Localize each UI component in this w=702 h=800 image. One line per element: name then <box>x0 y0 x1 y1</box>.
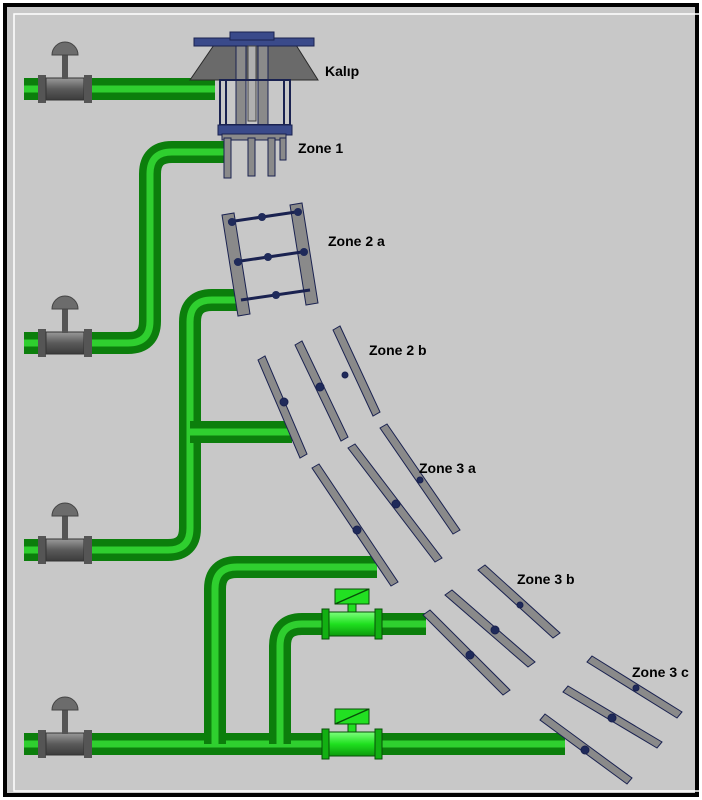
label-zone3b: Zone 3 b <box>517 571 575 587</box>
label-zone3c: Zone 3 c <box>632 664 689 680</box>
label-zone1: Zone 1 <box>298 140 343 156</box>
zone1-nozzles <box>221 133 287 179</box>
zone2a-nozzles <box>221 202 319 317</box>
zone3a-nozzles <box>311 423 461 587</box>
zone3b-nozzles <box>422 564 561 696</box>
label-kalip: Kalıp <box>325 63 359 79</box>
manual-valve-2[interactable] <box>38 295 92 357</box>
diagram-background <box>3 3 699 797</box>
label-zone2b: Zone 2 b <box>369 342 427 358</box>
label-zone2a: Zone 2 a <box>328 233 385 249</box>
zone2b-nozzles <box>257 325 381 459</box>
solenoid-valve-2[interactable] <box>321 708 383 760</box>
manual-valve-3[interactable] <box>38 502 92 564</box>
label-zone3a: Zone 3 a <box>419 460 476 476</box>
mold-assembly <box>189 31 319 136</box>
inner-border <box>13 13 702 792</box>
zone3c-nozzles <box>539 655 683 785</box>
manual-valve-4[interactable] <box>38 696 92 758</box>
manual-valve-1[interactable] <box>38 41 92 103</box>
pipe-network <box>24 78 565 755</box>
solenoid-valve-1[interactable] <box>321 588 383 640</box>
